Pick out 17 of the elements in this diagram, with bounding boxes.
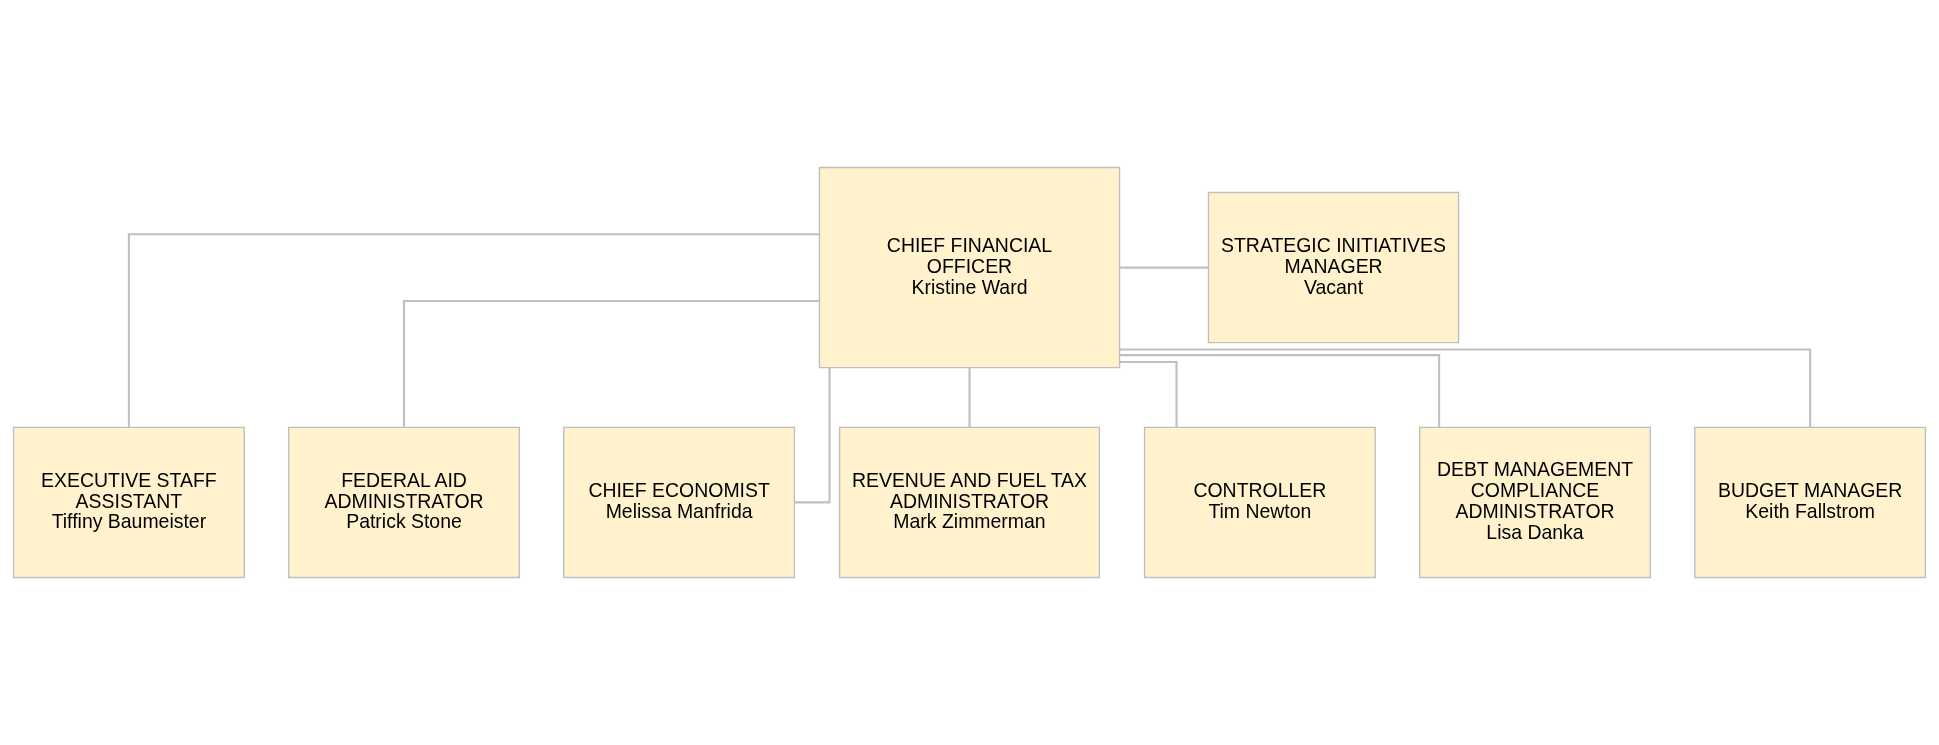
node-box: STRATEGIC INITIATIVES MANAGER Vacant — [1207, 191, 1460, 344]
node-box: FEDERAL AID ADMINISTRATOR Patrick Stone — [287, 426, 520, 579]
connector — [968, 367, 971, 428]
connector — [402, 299, 820, 427]
node-box: CONTROLLER Tim Newton — [1143, 426, 1376, 579]
connector — [1119, 361, 1178, 428]
connector — [127, 233, 820, 428]
node-box: CHIEF FINANCIAL OFFICER Kristine Ward — [818, 166, 1121, 369]
node-box: REVENUE AND FUEL TAX ADMINISTRATOR Mark Zimmerman — [838, 426, 1101, 579]
connector — [1120, 354, 1441, 428]
connector — [794, 367, 831, 504]
node-box: DEBT MANAGEMENT COMPLIANCE ADMINISTRATOR Lisa Danka — [1419, 426, 1652, 579]
node-box: CHIEF ECONOMIST Melissa Manfrida — [563, 426, 796, 579]
node-box: BUDGET MANAGER Keith Fallstrom — [1694, 426, 1927, 579]
connector — [1119, 348, 1812, 428]
connector — [1119, 266, 1209, 269]
node-box: EXECUTIVE STAFF ASSISTANT Tiffiny Baumeister — [12, 426, 245, 579]
